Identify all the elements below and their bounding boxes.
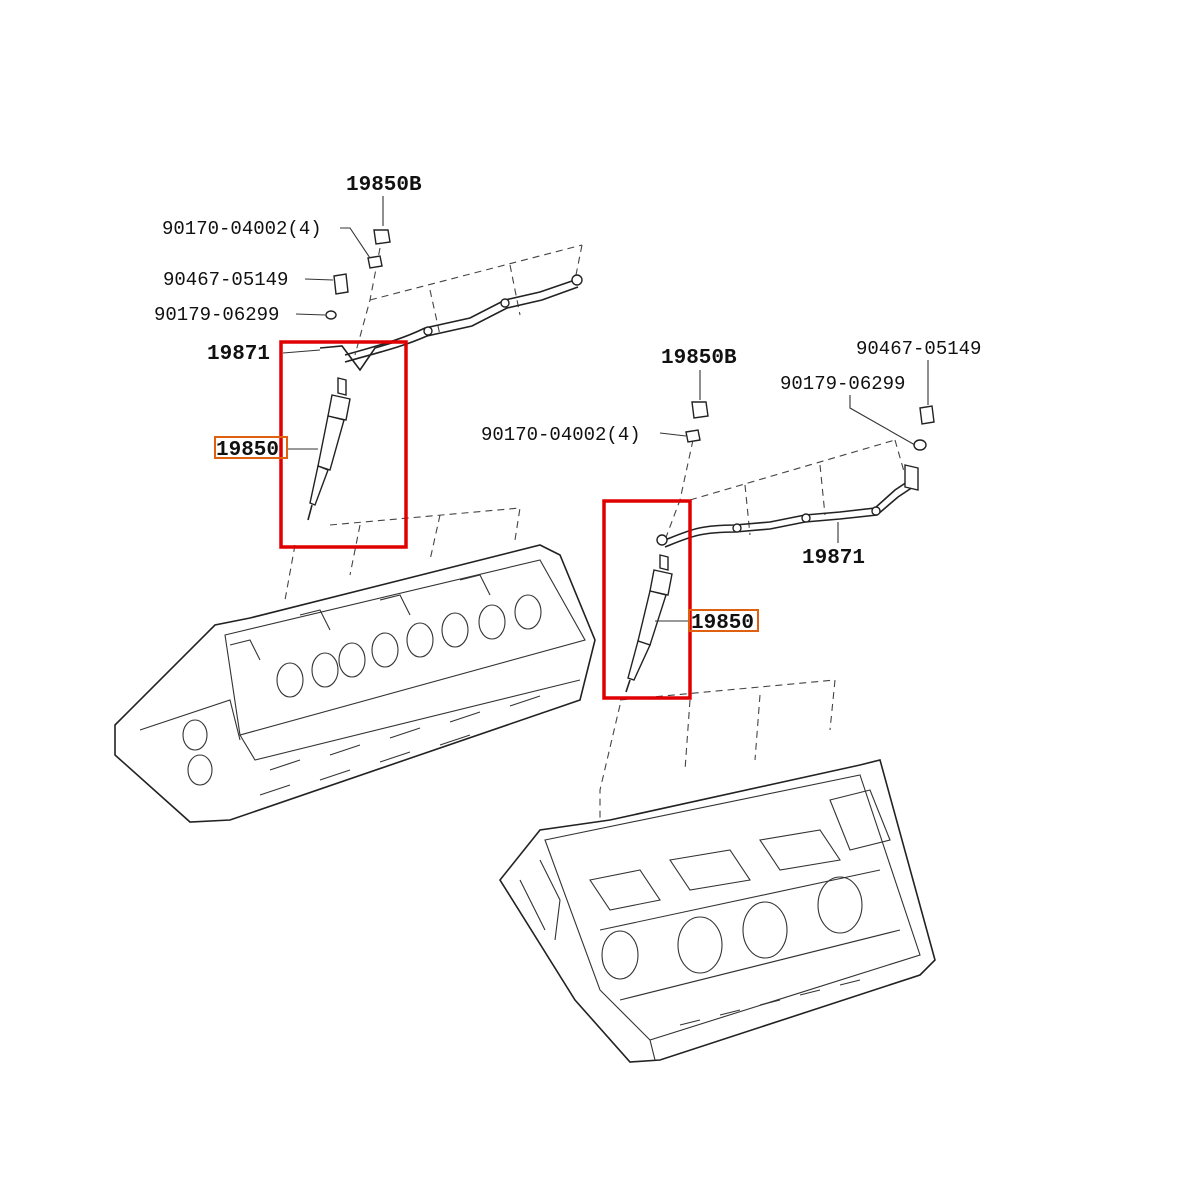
left-nut-cap-label: 19850B: [346, 174, 422, 197]
left-glow-plug-highlight-box: [279, 340, 408, 549]
left-nut-cap-icon: [373, 229, 391, 245]
right-terminal-nut-label: 90467-05149: [856, 338, 981, 360]
right-nut-icon: [685, 429, 701, 443]
right-glow-plug-label-box: [688, 609, 759, 632]
left-assembly: [114, 196, 596, 823]
left-nut-label: 90170-04002(4): [162, 218, 322, 240]
right-assembly: [499, 360, 936, 1063]
left-cylinder-head-icon: [114, 544, 596, 823]
left-nut-icon: [367, 255, 383, 269]
right-connector-label: 19871: [802, 547, 865, 570]
left-connector-hole: [423, 326, 433, 336]
right-connector-bar: [664, 479, 911, 541]
right-connector-hole: [732, 523, 742, 533]
right-nut-cap-label: 19850B: [661, 347, 737, 370]
left-terminal-nut-icon: [333, 273, 349, 295]
left-terminal-nut-label: 90467-05149: [163, 269, 288, 291]
left-glow-plug-label: 19850: [216, 439, 279, 462]
right-head-alignment-lines: [599, 679, 836, 820]
right-washer-icon: [913, 439, 927, 451]
left-head-alignment-lines: [284, 507, 521, 601]
left-connector-bar: [344, 279, 576, 356]
left-washer-icon: [325, 310, 337, 320]
right-glow-plug-highlight-box: [602, 499, 692, 700]
left-alignment-lines: [369, 244, 583, 336]
right-glow-plug-icon: [625, 554, 673, 693]
right-washer-label: 90179-06299: [780, 373, 905, 395]
left-glow-plug-icon: [307, 377, 351, 521]
left-connector-label: 19871: [207, 343, 270, 366]
right-terminal-nut-icon: [919, 405, 935, 425]
right-alignment-lines: [689, 439, 906, 536]
left-washer-label: 90179-06299: [154, 304, 279, 326]
left-glow-plug-label-box: [214, 436, 288, 459]
right-cylinder-head-icon: [499, 759, 936, 1063]
right-nut-cap-icon: [691, 401, 709, 419]
right-nut-label: 90170-04002(4): [481, 424, 641, 446]
right-glow-plug-label: 19850: [691, 612, 754, 635]
